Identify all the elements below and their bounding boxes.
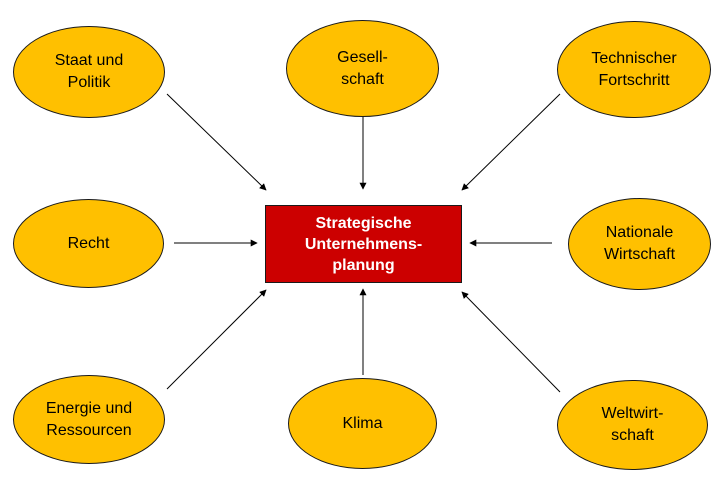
node-energie-und-ressourcen: Energie und Ressourcen <box>13 375 165 464</box>
arrow-technik <box>461 93 561 191</box>
center-box-strategische-unternehmensplanung: Strategische Unternehmens- planung <box>265 205 462 283</box>
node-recht: Recht <box>13 199 164 288</box>
arrow-staat <box>166 93 267 191</box>
node-technischer-fortschritt: Technischer Fortschritt <box>557 21 711 118</box>
node-staat-und-politik: Staat und Politik <box>13 26 165 118</box>
arrow-energie <box>166 289 267 390</box>
node-klima: Klima <box>288 378 437 469</box>
node-gesellschaft: Gesell- schaft <box>286 20 439 117</box>
arrow-weltwirtschaft <box>461 291 561 393</box>
node-weltwirtschaft: Weltwirt- schaft <box>557 380 708 470</box>
node-nationale-wirtschaft: Nationale Wirtschaft <box>568 198 711 290</box>
